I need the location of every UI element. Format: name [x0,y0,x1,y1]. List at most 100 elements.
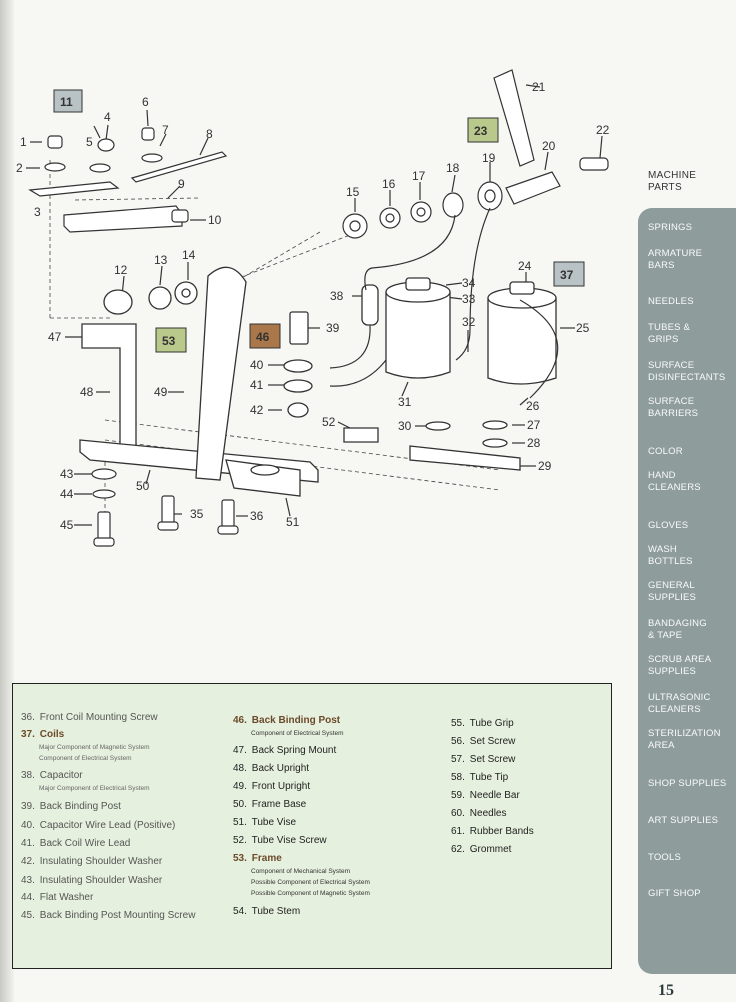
part-label-27: 27 [527,418,541,432]
legend-entry-39: 39. Back Binding Post [21,801,121,812]
callout-box-37 [553,261,585,287]
part-label-25: 25 [576,321,590,335]
sidebar-section-title: MACHINE PARTS [648,170,697,193]
callout-box-53 [155,327,187,353]
legend-sub-37-b: Component of Electrical System [39,755,132,762]
legend-entry-59: 59. Needle Bar [451,790,520,801]
legend-entry-38: 38. Capacitor [21,770,83,781]
part-label-47: 47 [48,330,62,344]
legend-entry-60: 60. Needles [451,808,507,819]
legend-entry-46: 46. Back Binding Post [233,715,341,726]
sidebar-item-bandaging-tape[interactable]: BANDAGING & TAPE [648,618,707,641]
part-label-40: 40 [250,358,264,372]
sidebar-nav: SPRINGS ARMATURE BARS NEEDLES TUBES & GR… [638,208,736,974]
part-label-36: 36 [250,509,264,523]
callout-box-23 [467,117,499,143]
sidebar-item-gloves[interactable]: GLOVES [648,520,689,531]
part-label-31: 31 [398,395,412,409]
page-gutter-shadow [0,0,14,1002]
part-label-5: 5 [86,135,93,149]
part-label-14: 14 [182,248,196,262]
part-label-38: 38 [330,289,344,303]
part-label-12: 12 [114,263,128,277]
legend-entry-44: 44. Flat Washer [21,892,94,903]
sidebar-item-sterilization-area[interactable]: STERILIZATION AREA [648,728,721,751]
legend-entry-62: 62. Grommet [451,844,512,855]
sidebar-item-hand-cleaners[interactable]: HAND CLEANERS [648,470,701,493]
legend-sub-37-a: Major Component of Magnetic System [39,744,150,751]
sidebar-item-surface-disinfectants[interactable]: SURFACE DISINFECTANTS [648,360,726,383]
sidebar-item-springs[interactable]: SPRINGS [648,222,693,233]
legend-entry-53: 53. Frame [233,853,282,864]
part-label-6: 6 [142,95,149,109]
sidebar-item-tubes-grips[interactable]: TUBES & GRIPS [648,322,691,345]
part-label-28: 28 [527,436,541,450]
part-label-30: 30 [398,419,412,433]
legend-entry-58: 58. Tube Tip [451,772,509,783]
sidebar-item-gift-shop[interactable]: GIFT SHOP [648,888,701,899]
part-label-18: 18 [446,161,460,175]
sidebar-item-color[interactable]: COLOR [648,446,683,457]
legend-entry-43: 43. Insulating Shoulder Washer [21,875,163,886]
part-label-44: 44 [60,487,74,501]
sidebar-item-scrub-area-supplies[interactable]: SCRUB AREA SUPPLIES [648,654,712,677]
part-label-52: 52 [322,415,336,429]
part-label-45: 45 [60,518,74,532]
part-label-21: 21 [532,80,546,94]
part-label-19: 19 [482,151,496,165]
part-label-17: 17 [412,169,426,183]
part-label-43: 43 [60,467,74,481]
legend-entry-54: 54. Tube Stem [233,906,301,917]
legend-entry-56: 56. Set Screw [451,736,516,747]
legend-entry-52: 52. Tube Vise Screw [233,835,327,846]
legend-sub-46-a: Component of Electrical System [251,730,344,737]
part-label-41: 41 [250,378,264,392]
part-label-7: 7 [162,123,169,137]
legend-sub-53-a: Component of Mechanical System [251,868,350,875]
sidebar-item-armature-bars[interactable]: ARMATURE BARS [648,248,703,271]
legend-entry-61: 61. Rubber Bands [451,826,534,837]
legend-entry-55: 55. Tube Grip [451,718,514,729]
callout-box-46 [249,323,281,349]
part-label-34: 34 [462,276,476,290]
legend-entry-45: 45. Back Binding Post Mounting Screw [21,910,196,921]
callout-37: 37 [560,268,574,282]
part-label-9: 9 [178,177,185,191]
part-label-29: 29 [538,459,552,473]
part-label-48: 48 [80,385,94,399]
sidebar-item-tools[interactable]: TOOLS [648,852,682,863]
part-label-4: 4 [104,110,111,124]
callout-11: 11 [60,95,73,109]
legend-sub-38-a: Major Component of Electrical System [39,785,150,792]
legend-entry-50: 50. Frame Base [233,799,307,810]
callout-53: 53 [162,334,176,348]
sidebar-item-wash-bottles[interactable]: WASH BOTTLES [648,544,693,567]
part-label-22: 22 [596,123,610,137]
sidebar-item-ultrasonic-cleaners[interactable]: ULTRASONIC CLEANERS [648,692,711,715]
part-label-3: 3 [34,205,41,219]
parts-legend-panel: 36. Front Coil Mounting Screw 37. Coils … [12,683,612,969]
sidebar-item-shop-supplies[interactable]: SHOP SUPPLIES [648,778,727,789]
legend-entry-41: 41. Back Coil Wire Lead [21,838,131,849]
legend-sub-53-b: Possible Component of Electrical System [251,879,370,886]
sidebar-item-art-supplies[interactable]: ART SUPPLIES [648,815,719,826]
legend-entry-51: 51. Tube Vise [233,817,297,828]
part-label-51: 51 [286,515,300,529]
part-label-13: 13 [154,253,168,267]
legend-entry-36: 36. Front Coil Mounting Screw [21,712,158,723]
part-label-24: 24 [518,259,532,273]
part-label-8: 8 [206,127,213,141]
callout-box-11 [53,89,83,113]
part-label-2: 2 [16,161,23,175]
legend-entry-37: 37. Coils [21,729,65,740]
legend-sub-53-c: Possible Component of Magnetic System [251,890,370,897]
sidebar-item-needles[interactable]: NEEDLES [648,296,694,307]
sidebar-item-surface-barriers[interactable]: SURFACE BARRIERS [648,396,699,419]
sidebar-item-general-supplies[interactable]: GENERAL SUPPLIES [648,580,697,603]
part-label-15: 15 [346,185,360,199]
legend-entry-42: 42. Insulating Shoulder Washer [21,856,163,867]
legend-entry-57: 57. Set Screw [451,754,516,765]
part-label-32: 32 [462,315,476,329]
part-label-1: 1 [20,135,27,149]
part-label-26: 26 [526,399,540,413]
